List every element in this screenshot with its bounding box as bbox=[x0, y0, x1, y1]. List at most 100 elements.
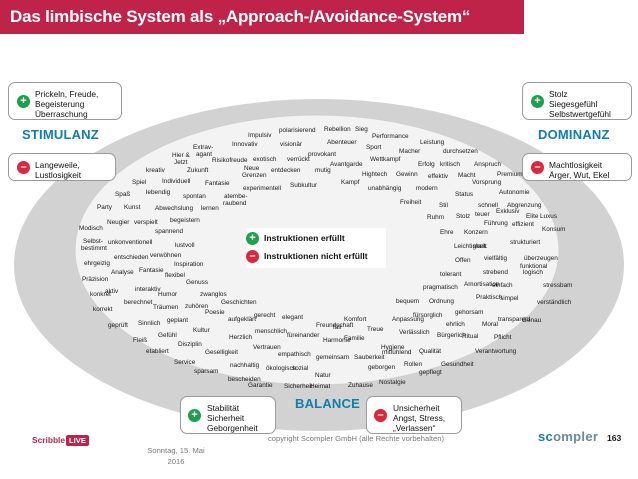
word: Extrav- bbox=[193, 144, 214, 151]
word: exotisch bbox=[253, 156, 277, 163]
word: Praktisch bbox=[476, 294, 503, 301]
word: Rollen bbox=[404, 361, 423, 368]
word: Genau bbox=[522, 317, 542, 324]
word: Moral bbox=[482, 321, 498, 328]
word: etabliert bbox=[146, 348, 169, 355]
word: experimentell bbox=[243, 185, 282, 192]
word: Macht bbox=[458, 172, 476, 179]
legend-fulfilled-label: Instruktionen erfüllt bbox=[264, 233, 345, 243]
word: spannend bbox=[155, 228, 184, 235]
word: Humor bbox=[158, 291, 178, 298]
word: geprüft bbox=[108, 322, 128, 329]
word: Ruhm bbox=[427, 214, 445, 221]
word: geborgen bbox=[368, 364, 396, 371]
word: entschieden bbox=[114, 254, 149, 261]
word: Amortisation bbox=[464, 281, 500, 288]
word: empathisch bbox=[278, 351, 311, 358]
word: Ritual bbox=[462, 333, 479, 340]
word: Party bbox=[97, 204, 112, 211]
word: Freiheit bbox=[400, 199, 422, 206]
word: Neue bbox=[244, 165, 260, 172]
word: Poesie bbox=[205, 309, 225, 316]
footer-copyright: copyright Scompler GmbH (alle Rechte vor… bbox=[268, 434, 444, 443]
word: tolerant bbox=[440, 271, 462, 278]
minus-icon: – bbox=[17, 161, 30, 174]
word: teuer bbox=[475, 211, 490, 218]
dominanz-label: DOMINANZ bbox=[538, 127, 610, 142]
callout-text: Stolz Siegesgefühl Selbstwertgefühl bbox=[549, 89, 611, 119]
word: Genuss bbox=[186, 279, 209, 286]
word: Service bbox=[174, 359, 196, 366]
word: Natur bbox=[315, 372, 331, 379]
word: Sinnlich bbox=[138, 320, 161, 327]
logo-live-badge: LIVE bbox=[66, 435, 89, 446]
minus-icon: – bbox=[374, 409, 387, 422]
word: gemeinsam bbox=[316, 354, 350, 361]
word: transparent bbox=[498, 316, 531, 323]
word: provokant bbox=[308, 151, 337, 158]
word: Zuhause bbox=[348, 382, 373, 389]
word: bestimmt bbox=[81, 245, 107, 252]
word: Subkultur bbox=[290, 182, 317, 189]
word: effektiv bbox=[428, 173, 449, 180]
plus-icon: + bbox=[531, 95, 544, 108]
word: nachhaltig bbox=[230, 362, 260, 369]
word: berechnet bbox=[124, 299, 153, 306]
stimulanz-label: STIMULANZ bbox=[22, 127, 99, 142]
word: durchsetzen bbox=[443, 148, 478, 155]
word: verrückt bbox=[287, 156, 310, 163]
word: Wettkampf bbox=[370, 156, 401, 163]
word: Gesundheit bbox=[441, 361, 474, 368]
word: Performance bbox=[372, 133, 409, 140]
word: Bürgerlich bbox=[437, 332, 466, 339]
word: Sicherheit bbox=[284, 383, 313, 390]
word: Avantgarde bbox=[330, 161, 363, 168]
footer-date: Sonntag, 15. Mai 2016 bbox=[146, 445, 206, 467]
word: konkret bbox=[90, 291, 111, 298]
word: Abgrenzung bbox=[507, 202, 542, 209]
word: Analyse bbox=[111, 269, 134, 276]
callout-text: Unsicherheit Angst, Stress, „Verlassen“ bbox=[393, 403, 446, 433]
plus-icon: + bbox=[246, 232, 259, 245]
word: Abwechslung bbox=[155, 205, 194, 212]
callout-text: Machtlosigkeit Ärger, Wut, Ekel bbox=[549, 160, 610, 180]
word: Kultur bbox=[193, 327, 210, 334]
word: atembe- bbox=[224, 193, 248, 200]
word: Erfolg bbox=[418, 161, 435, 168]
word: unabhängig bbox=[368, 185, 402, 192]
word: Fleiß bbox=[133, 337, 148, 344]
word: Familie bbox=[344, 335, 365, 342]
word: verwöhnen bbox=[150, 252, 182, 259]
scompler-logo: scompler bbox=[538, 429, 598, 444]
legend-not-fulfilled-label: Instruktionen nicht erfüllt bbox=[264, 251, 368, 261]
callout-stimulanz-positive: + Prickeln, Freude, Begeisterung Überras… bbox=[8, 82, 122, 120]
word: Leistung bbox=[420, 139, 445, 146]
word: polarisierend bbox=[279, 127, 316, 134]
word: Risikofreude bbox=[212, 157, 248, 164]
word: Anspruch bbox=[474, 161, 501, 168]
callout-dominanz-negative: – Machtlosigkeit Ärger, Wut, Ekel bbox=[522, 153, 632, 181]
word: ehrlich bbox=[446, 321, 465, 328]
word: Hightech bbox=[362, 171, 388, 178]
minus-icon: – bbox=[531, 161, 544, 174]
word: Präzision bbox=[82, 276, 109, 283]
word: strukturiert bbox=[510, 239, 541, 246]
word: Treue bbox=[367, 326, 384, 333]
word: lebendig bbox=[146, 189, 171, 196]
word: kritisch bbox=[440, 161, 460, 168]
word: Modisch bbox=[79, 225, 103, 232]
word: Sport bbox=[366, 144, 382, 151]
logo-part-a: sc bbox=[538, 429, 554, 444]
word: Konsum bbox=[542, 226, 566, 233]
word: menschlich bbox=[255, 328, 287, 335]
word: Ehre bbox=[440, 229, 454, 236]
word: verständlich bbox=[537, 299, 572, 306]
word: strebend bbox=[483, 269, 508, 276]
word: Kampf bbox=[341, 179, 360, 186]
word: Spaß bbox=[115, 191, 131, 198]
legend: + Instruktionen erfüllt – Instruktionen … bbox=[246, 228, 386, 268]
word: bescheiden bbox=[228, 376, 261, 383]
word: Führung bbox=[484, 220, 508, 227]
